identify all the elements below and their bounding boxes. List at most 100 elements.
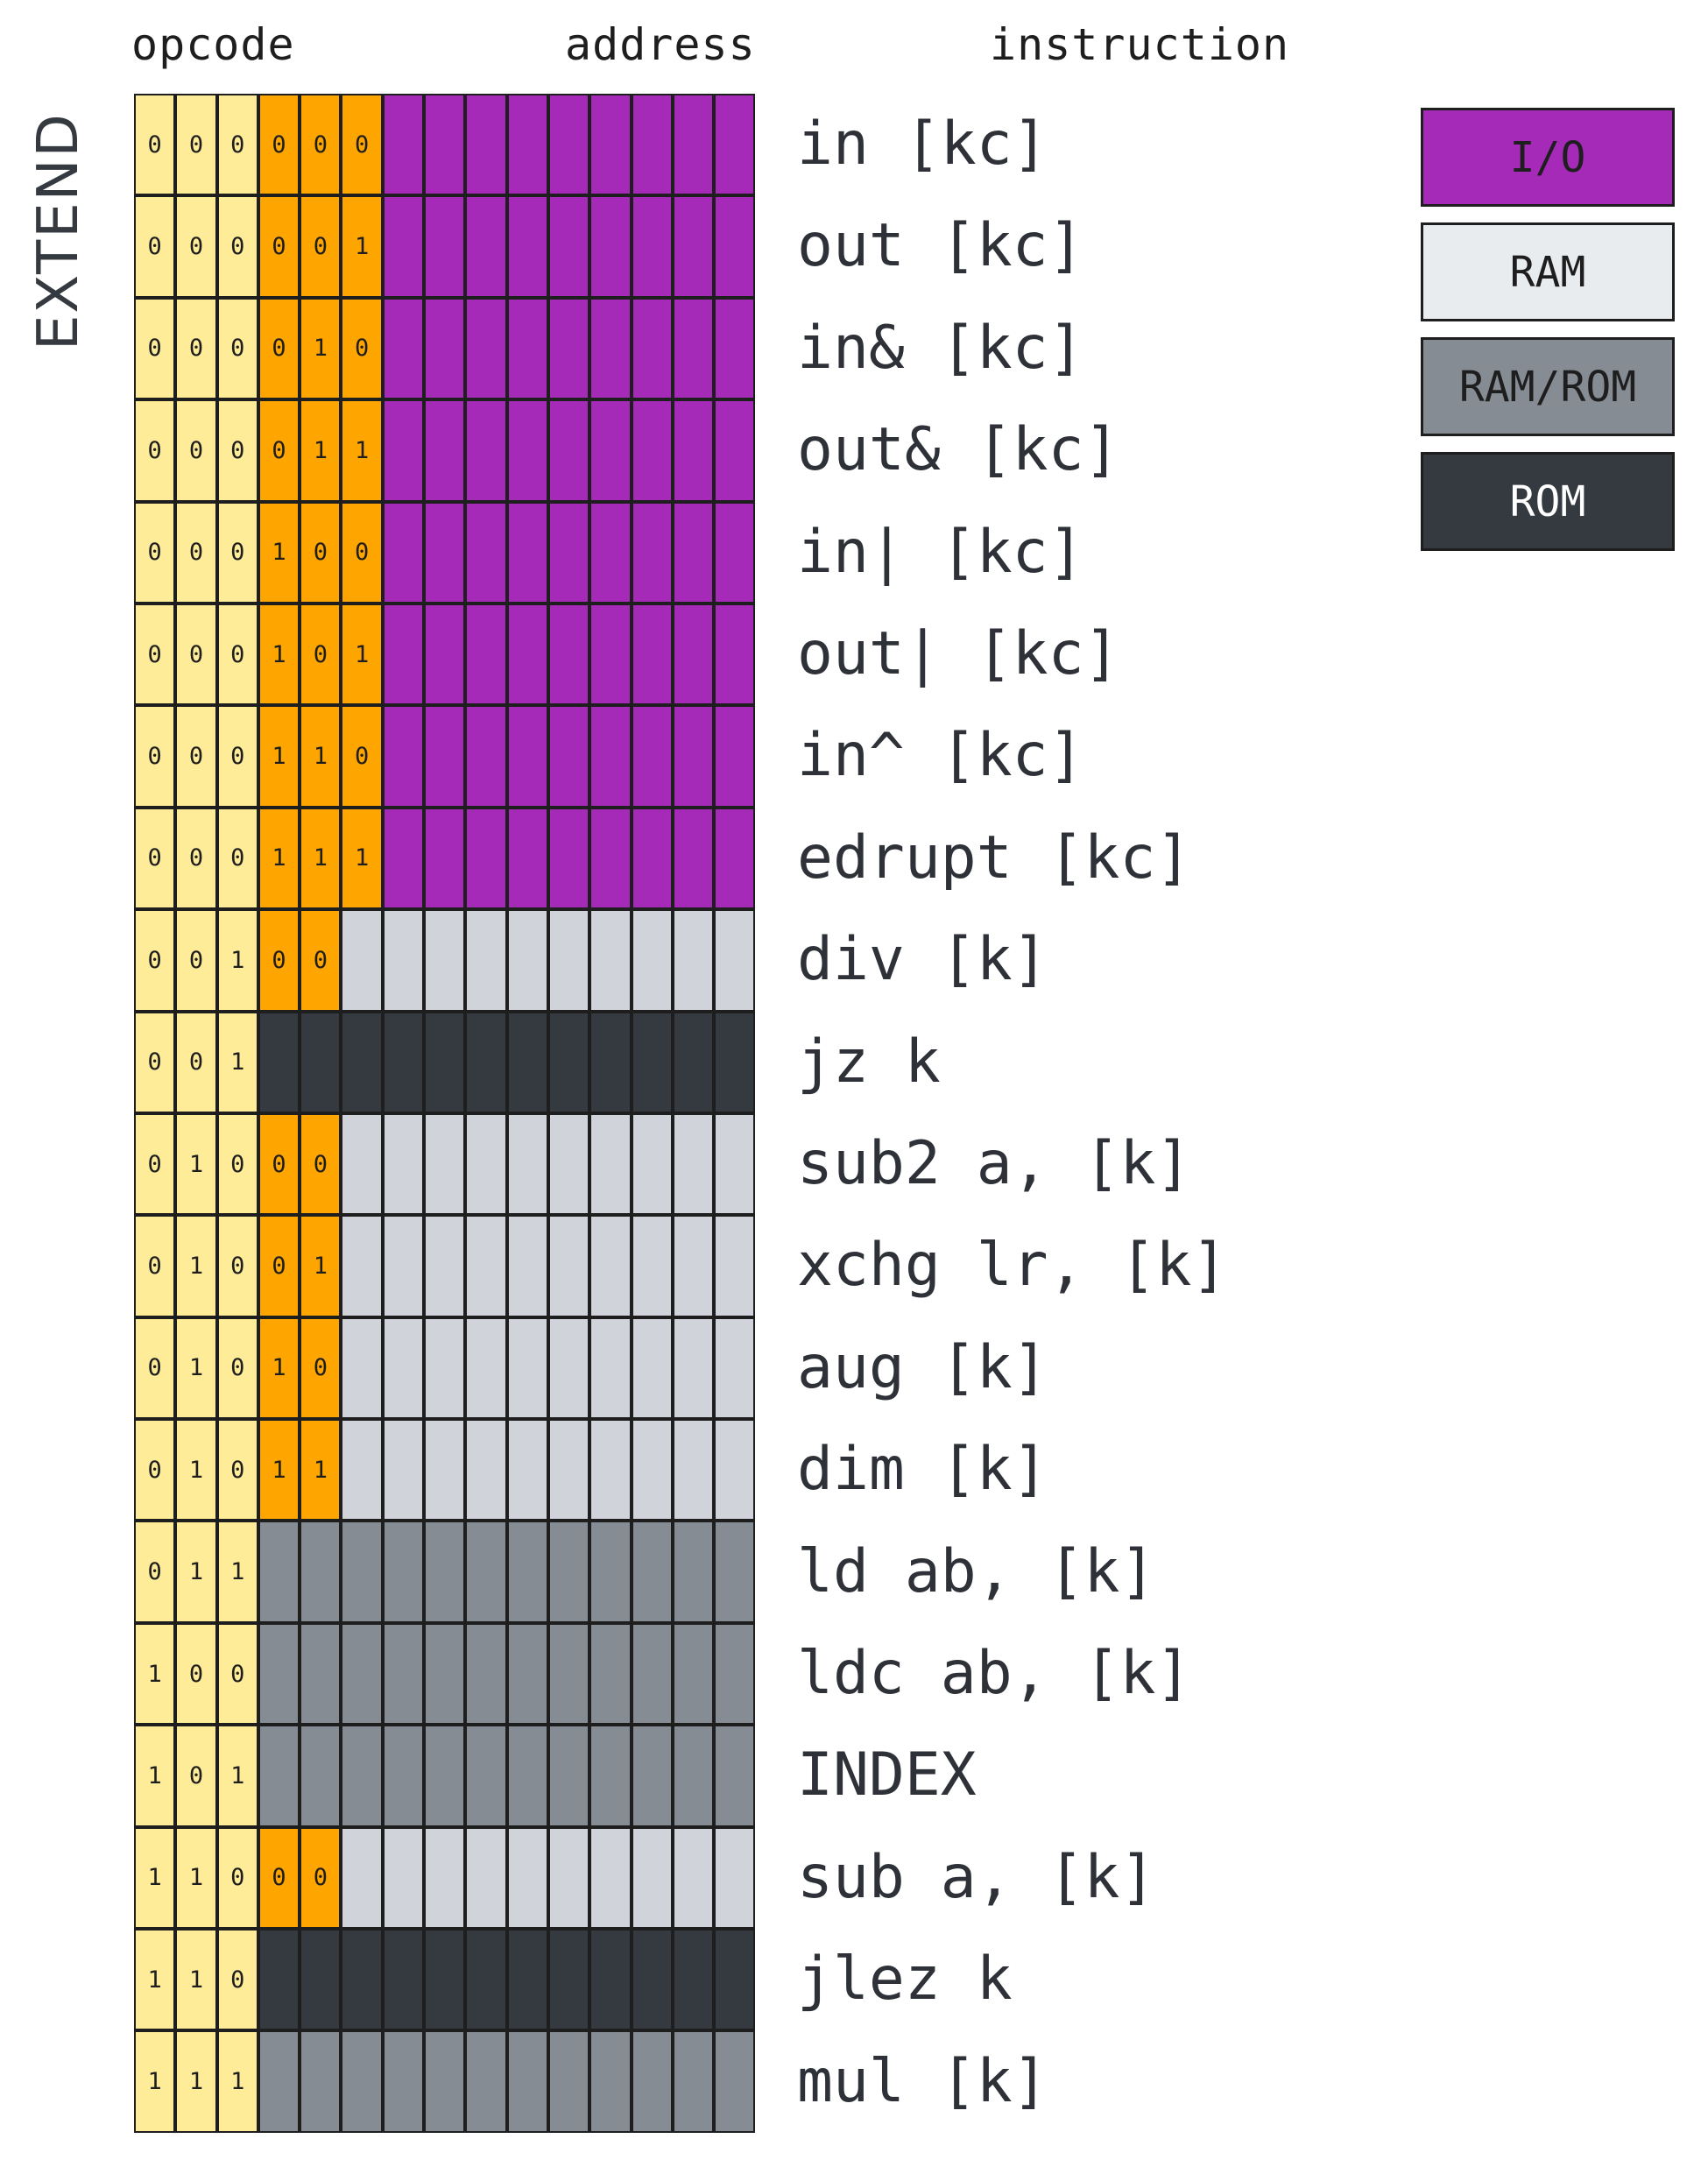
address-bit bbox=[506, 1316, 548, 1420]
opcode-bit: 0 bbox=[258, 909, 300, 1012]
address-bit bbox=[341, 1215, 383, 1317]
address-bit bbox=[589, 1929, 632, 2031]
opcode-bit: 0 bbox=[300, 501, 342, 604]
opcode-bit: 1 bbox=[175, 1316, 217, 1420]
opcode-bit: 0 bbox=[216, 1826, 258, 1930]
address-bit bbox=[424, 909, 466, 1012]
address-bit bbox=[714, 603, 756, 706]
address-bit bbox=[382, 909, 425, 1012]
instruction-label: sub a, [k] bbox=[797, 1842, 1156, 1912]
opcode-bit: 0 bbox=[216, 501, 258, 604]
opcode-bit: 1 bbox=[175, 1521, 217, 1623]
address-bit bbox=[589, 1316, 632, 1420]
address-bit bbox=[382, 94, 425, 196]
address-bit bbox=[672, 603, 715, 706]
address-bit bbox=[547, 705, 590, 808]
address-bit bbox=[631, 909, 673, 1012]
address-bit bbox=[424, 297, 466, 400]
instruction-label: edrupt [kc] bbox=[797, 822, 1192, 893]
opcode-bit: 1 bbox=[258, 705, 300, 808]
address-bit bbox=[631, 1929, 673, 2031]
instruction-label: out [kc] bbox=[797, 211, 1084, 281]
instruction-label: out& [kc] bbox=[797, 415, 1120, 485]
address-bit bbox=[631, 1011, 673, 1113]
address-bit bbox=[631, 1622, 673, 1726]
address-bit bbox=[465, 1521, 507, 1623]
address-bit bbox=[465, 1622, 507, 1726]
opcode-bit: 0 bbox=[175, 909, 217, 1012]
address-bit bbox=[589, 603, 632, 706]
address-bit bbox=[672, 399, 715, 502]
address-bit bbox=[382, 1011, 425, 1113]
address-bit bbox=[547, 807, 590, 910]
instruction-label: INDEX bbox=[797, 1740, 977, 1811]
opcode-bit: 0 bbox=[216, 1316, 258, 1420]
address-bit bbox=[258, 1521, 300, 1623]
opcode-bit: 0 bbox=[175, 603, 217, 706]
address-bit bbox=[589, 1419, 632, 1521]
address-bit bbox=[382, 1215, 425, 1317]
address-bit bbox=[547, 1112, 590, 1216]
address-bit bbox=[714, 807, 756, 910]
instruction-label: in| [kc] bbox=[797, 517, 1084, 587]
address-bit bbox=[465, 807, 507, 910]
address-bit bbox=[672, 1419, 715, 1521]
address-bit bbox=[424, 1215, 466, 1317]
opcode-bit: 1 bbox=[134, 1826, 176, 1930]
address-bit bbox=[631, 195, 673, 298]
address-bit bbox=[382, 1521, 425, 1623]
opcode-bit: 1 bbox=[175, 1215, 217, 1317]
address-bit bbox=[506, 1725, 548, 1827]
address-bit bbox=[547, 399, 590, 502]
opcode-bit: 1 bbox=[175, 1112, 217, 1216]
opcode-bit: 1 bbox=[175, 1929, 217, 2031]
opcode-bit: 1 bbox=[300, 399, 342, 502]
address-bit bbox=[341, 909, 383, 1012]
address-bit bbox=[465, 909, 507, 1012]
address-bit bbox=[465, 1725, 507, 1827]
address-bit bbox=[714, 1521, 756, 1623]
address-bit bbox=[714, 1826, 756, 1930]
address-bit bbox=[465, 1215, 507, 1317]
address-bit bbox=[258, 1622, 300, 1726]
opcode-bit: 0 bbox=[300, 195, 342, 298]
address-bit bbox=[672, 297, 715, 400]
address-bit bbox=[424, 1622, 466, 1726]
address-bit bbox=[382, 705, 425, 808]
opcode-bit: 0 bbox=[300, 1112, 342, 1216]
address-bit bbox=[424, 94, 466, 196]
instruction-label: aug [k] bbox=[797, 1332, 1048, 1402]
address-bit bbox=[382, 1419, 425, 1521]
opcode-bit: 1 bbox=[300, 807, 342, 910]
address-bit bbox=[424, 1316, 466, 1420]
opcode-bit: 1 bbox=[258, 501, 300, 604]
address-bit bbox=[506, 2030, 548, 2133]
opcode-bit: 0 bbox=[300, 909, 342, 1012]
address-bit bbox=[672, 94, 715, 196]
address-bit bbox=[714, 297, 756, 400]
address-bit bbox=[714, 1725, 756, 1827]
address-bit bbox=[547, 1725, 590, 1827]
address-bit bbox=[465, 501, 507, 604]
address-bit bbox=[672, 1622, 715, 1726]
address-bit bbox=[714, 1112, 756, 1216]
opcode-bit: 0 bbox=[341, 297, 383, 400]
address-bit bbox=[589, 1826, 632, 1930]
address-bit bbox=[465, 1011, 507, 1113]
opcode-bit: 0 bbox=[175, 705, 217, 808]
opcode-bit: 0 bbox=[216, 94, 258, 196]
opcode-bit: 0 bbox=[175, 1622, 217, 1726]
address-bit bbox=[258, 1011, 300, 1113]
address-bit bbox=[258, 1929, 300, 2031]
address-bit bbox=[631, 501, 673, 604]
opcode-bit: 0 bbox=[175, 1011, 217, 1113]
opcode-bit: 0 bbox=[216, 705, 258, 808]
address-bit bbox=[589, 1521, 632, 1623]
